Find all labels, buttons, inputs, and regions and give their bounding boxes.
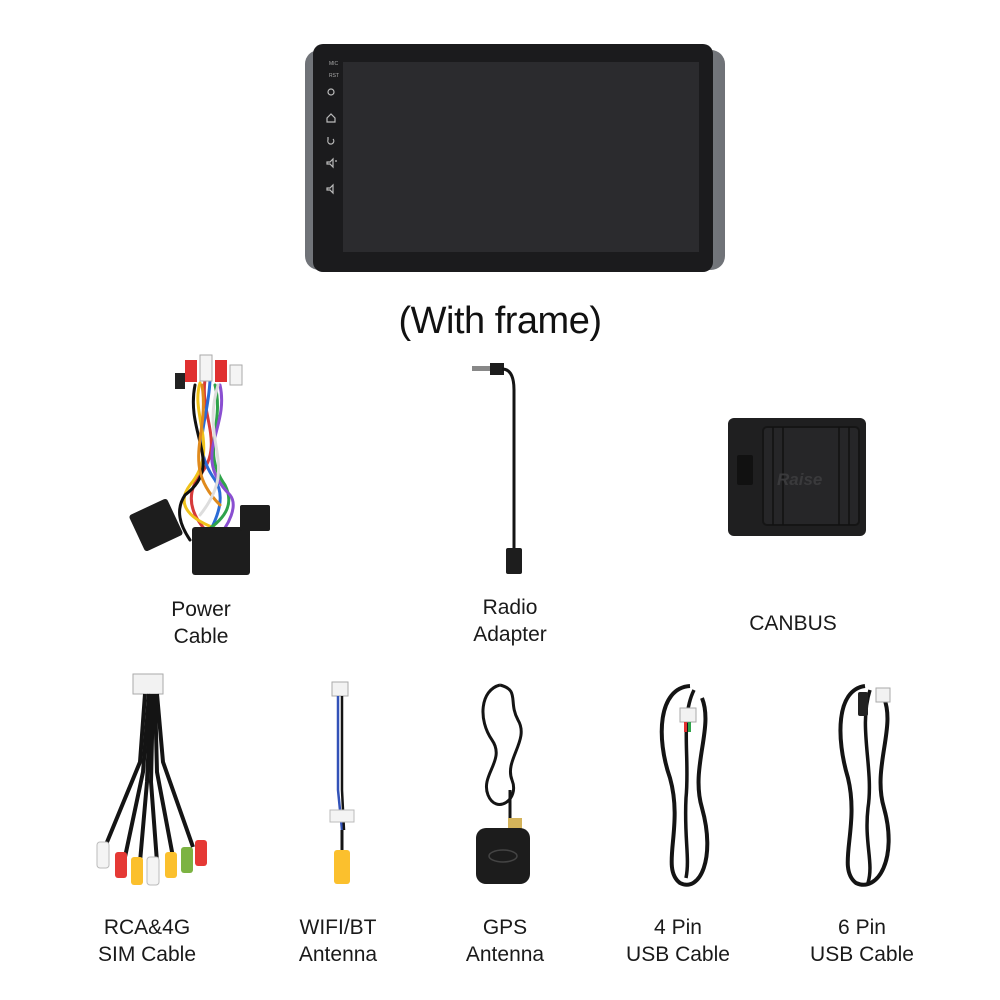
usb6-cable-caption-line1: 6 Pin	[838, 916, 886, 939]
side-buttons: MIC RST	[326, 61, 339, 195]
gps-antenna-caption-line1: GPS	[482, 916, 528, 939]
radio-adapter-caption: Radio Adapter	[473, 594, 547, 648]
back-icon	[327, 137, 335, 145]
rca-cable-caption-line1: RCA&4G	[103, 916, 191, 939]
usb6-cable-image	[838, 684, 891, 887]
radio-adapter-caption-line2: Adapter	[473, 623, 547, 646]
gps-antenna-image	[476, 683, 530, 884]
usb6-cable-caption: 6 Pin USB Cable	[810, 914, 914, 968]
canbus-caption: CANBUS	[749, 610, 837, 637]
usb4-cable-image	[659, 684, 710, 887]
wifi-antenna-caption-line1: WIFI/BT	[299, 916, 377, 939]
usb4-cable-caption-line1: 4 Pin	[654, 916, 702, 939]
radio-adapter-image	[472, 363, 522, 574]
usb4-cable-caption: 4 Pin USB Cable	[626, 914, 730, 968]
rca-cable-caption: RCA&4G SIM Cable	[98, 914, 196, 968]
gps-antenna-caption: GPS Antenna	[466, 914, 544, 968]
canbus-caption-line1: CANBUS	[749, 612, 837, 635]
head-unit-image: MIC RST	[305, 44, 725, 272]
wifi-antenna-caption-line2: Antenna	[298, 943, 378, 966]
rca-cable-image	[96, 673, 207, 886]
volume-down-icon	[326, 183, 334, 195]
canbus-logo-text: Raise	[777, 470, 822, 489]
power-cable-caption-line2: Cable	[173, 625, 229, 648]
power-cable-caption: Power Cable	[171, 596, 231, 650]
rca-cable-caption-line2: SIM Cable	[97, 943, 197, 966]
rst-label-icon: RST	[329, 73, 339, 79]
head-unit-screen	[343, 62, 699, 252]
canbus-image: Raise	[728, 418, 866, 536]
usb6-cable-caption-line2: USB Cable	[810, 943, 914, 966]
power-cable-caption-line1: Power	[171, 598, 231, 621]
power-cable-image	[129, 354, 270, 575]
power-icon	[327, 88, 335, 96]
mic-label-icon: MIC	[329, 61, 339, 67]
wifi-antenna-caption: WIFI/BT Antenna	[299, 914, 377, 968]
volume-up-icon	[326, 157, 337, 169]
frame-label: (With frame)	[398, 300, 603, 342]
radio-adapter-caption-line1: Radio	[482, 596, 538, 619]
usb4-cable-caption-line2: USB Cable	[626, 943, 730, 966]
wifi-antenna-image	[329, 681, 355, 884]
gps-antenna-caption-line2: Antenna	[465, 943, 545, 966]
home-icon	[326, 113, 336, 123]
